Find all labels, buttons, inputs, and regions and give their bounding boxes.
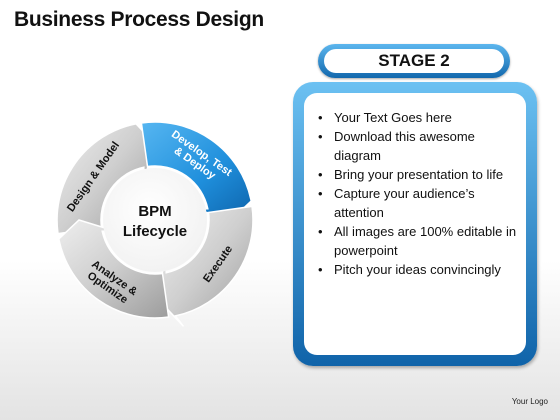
info-panel: Your Text Goes here Download this awesom… <box>293 82 537 366</box>
bullet-list: Your Text Goes here Download this awesom… <box>316 108 518 279</box>
bullet-item: All images are 100% editable in powerpoi… <box>316 222 518 260</box>
logo-placeholder: Your Logo <box>511 397 548 406</box>
cycle-segment-develop <box>140 121 262 221</box>
bullet-item: Capture your audience’s attention <box>316 184 518 222</box>
cycle-segment-design <box>56 113 156 235</box>
page-title: Business Process Design <box>14 8 264 31</box>
cycle-segment-execute <box>154 205 254 327</box>
bullet-item: Pitch your ideas convincingly <box>316 260 518 279</box>
stage-label: STAGE 2 <box>324 49 504 73</box>
stage-badge: STAGE 2 <box>318 44 510 78</box>
bullet-item: Your Text Goes here <box>316 108 518 127</box>
cycle-segment-analyze <box>48 219 170 319</box>
bullet-item: Bring your presentation to life <box>316 165 518 184</box>
cycle-center <box>103 168 207 272</box>
cycle-center-title: BPM <box>138 203 171 220</box>
info-panel-body: Your Text Goes here Download this awesom… <box>304 93 526 355</box>
cycle-center-subtitle: Lifecycle <box>123 223 187 240</box>
bullet-item: Download this awesome diagram <box>316 127 518 165</box>
